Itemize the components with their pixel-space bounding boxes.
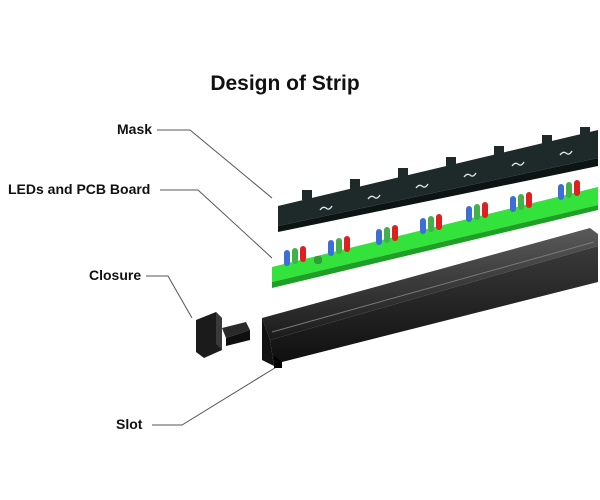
leader-closure <box>146 275 193 319</box>
slot-highlight <box>271 241 595 333</box>
leader-mask <box>157 129 273 199</box>
leader-lines <box>146 129 279 426</box>
slot-end-face <box>262 318 274 366</box>
mask-tabs <box>302 127 590 200</box>
pcb-board-part <box>272 187 598 288</box>
label-leds-pcb: LEDs and PCB Board <box>8 181 151 197</box>
slot-top-face <box>262 228 598 340</box>
mask-window-marks <box>319 150 573 211</box>
slot-part <box>262 228 598 368</box>
label-mask: Mask <box>117 121 153 137</box>
led-group-3 <box>376 225 398 245</box>
pcb-component <box>314 256 322 264</box>
closure-clip <box>222 322 250 338</box>
led-group-6 <box>510 192 532 212</box>
mask-part <box>278 127 598 232</box>
led-group-4 <box>420 214 442 234</box>
pcb-edge <box>272 205 598 288</box>
mask-body <box>278 130 598 226</box>
led-group-2 <box>328 236 350 256</box>
pcb-top <box>272 187 598 282</box>
mask-underside <box>278 158 598 232</box>
led-group-7 <box>558 180 580 200</box>
closure-part <box>196 312 250 358</box>
closure-clip-edge <box>226 330 250 346</box>
slot-end-opening <box>274 356 282 368</box>
label-closure: Closure <box>89 267 142 283</box>
label-slot: Slot <box>116 416 143 432</box>
led-array <box>284 180 580 266</box>
slot-front-face <box>270 246 598 366</box>
leader-leds <box>160 189 273 259</box>
closure-side <box>216 312 222 350</box>
led-group-5 <box>466 202 488 222</box>
closure-body <box>196 312 222 358</box>
leader-slot <box>152 365 279 426</box>
led-group-1 <box>284 246 306 266</box>
diagram-title: Design of Strip <box>210 72 360 95</box>
